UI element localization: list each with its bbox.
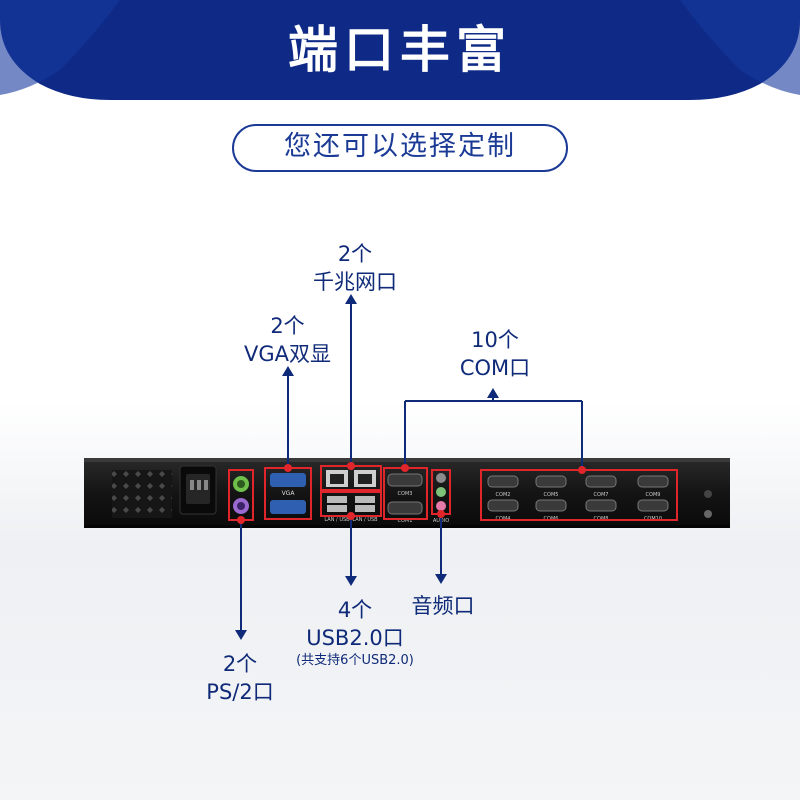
lan-ports	[326, 470, 376, 487]
chassis: VGA LAN / USB LAN / USB COM3 COM1	[84, 458, 730, 528]
label-ps2: 2个 PS/2口	[190, 650, 290, 706]
label-com: 10个 COM口	[445, 326, 545, 382]
label-vga: 2个 VGA双显	[225, 312, 350, 368]
label-lan: 2个 千兆网口	[300, 240, 410, 296]
vent-grille	[112, 470, 172, 518]
annotation-arrows	[235, 294, 586, 640]
label-vga-count: 2个	[270, 314, 305, 338]
screw-icon	[704, 490, 712, 498]
label-ps2-name: PS/2口	[206, 680, 274, 704]
label-com-name: COM口	[459, 356, 531, 380]
label-usb-name: USB2.0口	[306, 626, 404, 650]
label-usb: 4个 USB2.0口 (共支持6个USB2.0)	[275, 596, 435, 670]
customize-pill: 您还可以选择定制	[232, 124, 568, 172]
label-audio-name: 音频口	[411, 594, 475, 618]
label-lan-name: 千兆网口	[313, 270, 397, 294]
ps2-ports	[233, 476, 249, 514]
com-grid-top-3: COM7	[594, 492, 609, 498]
com-grid-top-2: COM5	[544, 492, 559, 498]
com-mid-label: COM3	[398, 491, 413, 497]
com-grid-top-4: COM9	[646, 492, 661, 498]
vga-port-label: VGA	[282, 490, 296, 497]
label-usb-count: 4个	[337, 598, 373, 622]
com-grid-top-1: COM2	[496, 492, 511, 498]
header-band	[0, 0, 800, 100]
lan-usb-label-1: LAN / USB	[324, 517, 350, 523]
label-usb-note: (共支持6个USB2.0)	[296, 653, 414, 668]
power-socket	[179, 465, 217, 515]
com-pair: COM3 COM1	[387, 473, 423, 524]
com1-label: COM1	[398, 518, 413, 524]
label-audio: 音频口	[398, 592, 488, 620]
usb-ports: LAN / USB LAN / USB	[324, 496, 378, 523]
label-ps2-count: 2个	[222, 652, 258, 676]
ground-screw-icon	[704, 510, 712, 518]
label-com-count: 10个	[471, 328, 519, 352]
lan-usb-label-2: LAN / USB	[352, 517, 378, 523]
label-vga-name: VGA双显	[243, 342, 331, 366]
label-lan-count: 2个	[337, 242, 373, 266]
com-grid: COM2 COM5 COM7 COM9 COM4 COM6 COM8 COM10	[487, 475, 669, 522]
page-title: 端口丰富	[288, 21, 512, 79]
vga-ports: VGA	[270, 473, 306, 514]
